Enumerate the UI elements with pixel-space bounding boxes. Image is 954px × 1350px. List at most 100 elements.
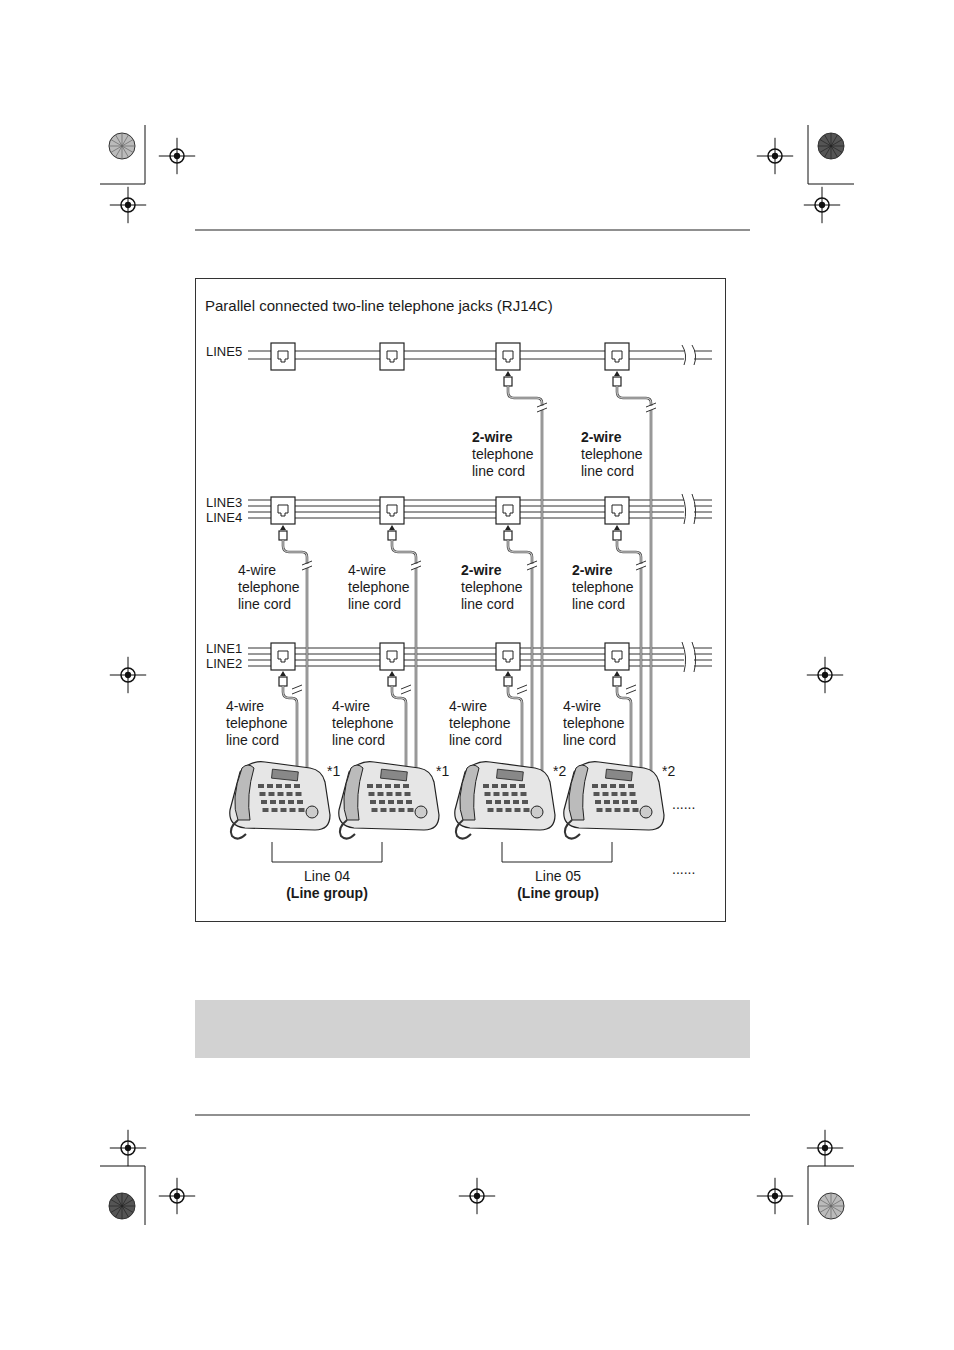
handset xyxy=(460,765,479,820)
modular-plug xyxy=(388,531,396,540)
key xyxy=(633,808,639,812)
color-target xyxy=(818,146,831,147)
diagram-frame xyxy=(196,279,726,922)
color-target xyxy=(831,146,844,147)
color-target xyxy=(831,1200,842,1207)
key xyxy=(287,792,293,796)
nav-key xyxy=(531,806,543,818)
color-target xyxy=(831,146,838,157)
break-mark xyxy=(692,642,696,672)
color-target xyxy=(820,1206,831,1213)
key xyxy=(281,808,287,812)
key xyxy=(595,800,601,804)
crop-mark xyxy=(808,184,854,185)
key xyxy=(385,784,391,788)
plug-arrow xyxy=(280,525,286,530)
telephone-body xyxy=(564,762,664,830)
color-target xyxy=(109,146,122,147)
diagram-title: Parallel connected two-line telephone ja… xyxy=(205,297,553,314)
line-group-name: Line 04 xyxy=(304,868,350,885)
color-target xyxy=(831,133,832,146)
key xyxy=(485,792,491,796)
wall-jack xyxy=(503,505,513,516)
wall-jack xyxy=(271,343,295,370)
plug-arrow xyxy=(389,671,395,676)
line-group-name: Line 05 xyxy=(535,868,581,885)
wall-jack xyxy=(503,651,513,662)
key xyxy=(387,792,393,796)
key xyxy=(299,808,305,812)
cord-label: telephone line cord xyxy=(226,715,292,749)
cord-label: telephone line cord xyxy=(563,715,629,749)
key xyxy=(501,784,507,788)
registration-mark xyxy=(775,138,776,174)
key xyxy=(504,800,510,804)
key xyxy=(369,792,375,796)
footnote-mark: *2 xyxy=(662,763,675,780)
color-target xyxy=(818,1193,844,1219)
color-target xyxy=(109,1206,122,1207)
modular-plug xyxy=(504,677,512,686)
line-wire xyxy=(694,359,712,360)
crop-mark xyxy=(100,1166,145,1167)
color-target xyxy=(825,135,832,146)
key xyxy=(628,784,634,788)
modular-plug xyxy=(613,531,621,540)
key xyxy=(370,800,376,804)
continuation-dots: ...... xyxy=(672,861,695,878)
key xyxy=(263,808,269,812)
cord-type: 2-wire xyxy=(472,429,512,446)
line-wire xyxy=(694,666,712,667)
registration-mark xyxy=(775,1178,776,1214)
key xyxy=(405,792,411,796)
crop-mark xyxy=(145,1166,146,1225)
key xyxy=(506,808,512,812)
color-target xyxy=(109,1193,135,1219)
wall-jack xyxy=(278,651,288,662)
plug-arrow xyxy=(505,671,511,676)
key xyxy=(597,808,603,812)
nav-key xyxy=(415,806,427,818)
key xyxy=(290,808,296,812)
color-target xyxy=(122,146,135,147)
plug-arrow xyxy=(614,525,620,530)
registration-mark xyxy=(822,187,823,223)
cord-break xyxy=(646,403,656,412)
wall-jack xyxy=(380,343,404,370)
key xyxy=(522,800,528,804)
color-target xyxy=(122,146,123,159)
registration-mark xyxy=(825,657,826,693)
color-target xyxy=(122,1193,123,1206)
key xyxy=(513,800,519,804)
color-target xyxy=(831,1206,838,1217)
registration-mark xyxy=(177,138,178,174)
key xyxy=(379,800,385,804)
key xyxy=(294,784,300,788)
line-wire xyxy=(694,512,712,513)
cord-label: telephone line cord xyxy=(572,579,638,613)
continuation-dots: ...... xyxy=(672,796,695,813)
key xyxy=(278,792,284,796)
wall-jack xyxy=(605,643,629,670)
telephone-body xyxy=(230,762,330,830)
key xyxy=(604,800,610,804)
cord-type: 4-wire xyxy=(238,562,276,579)
line-group-note: (Line group) xyxy=(517,885,599,902)
key xyxy=(381,808,387,812)
key xyxy=(601,784,607,788)
key xyxy=(515,808,521,812)
cord-break xyxy=(302,561,312,570)
line-group-note: (Line group) xyxy=(286,885,368,902)
key xyxy=(503,792,509,796)
handset xyxy=(569,765,588,820)
key xyxy=(272,808,278,812)
cord-break xyxy=(527,561,537,570)
line-wire xyxy=(694,660,712,661)
plug-arrow xyxy=(614,671,620,676)
key xyxy=(524,808,530,812)
color-target xyxy=(818,1206,831,1207)
break-mark xyxy=(682,345,686,365)
key xyxy=(615,808,621,812)
nav-key xyxy=(640,806,652,818)
group-bracket xyxy=(502,842,612,862)
